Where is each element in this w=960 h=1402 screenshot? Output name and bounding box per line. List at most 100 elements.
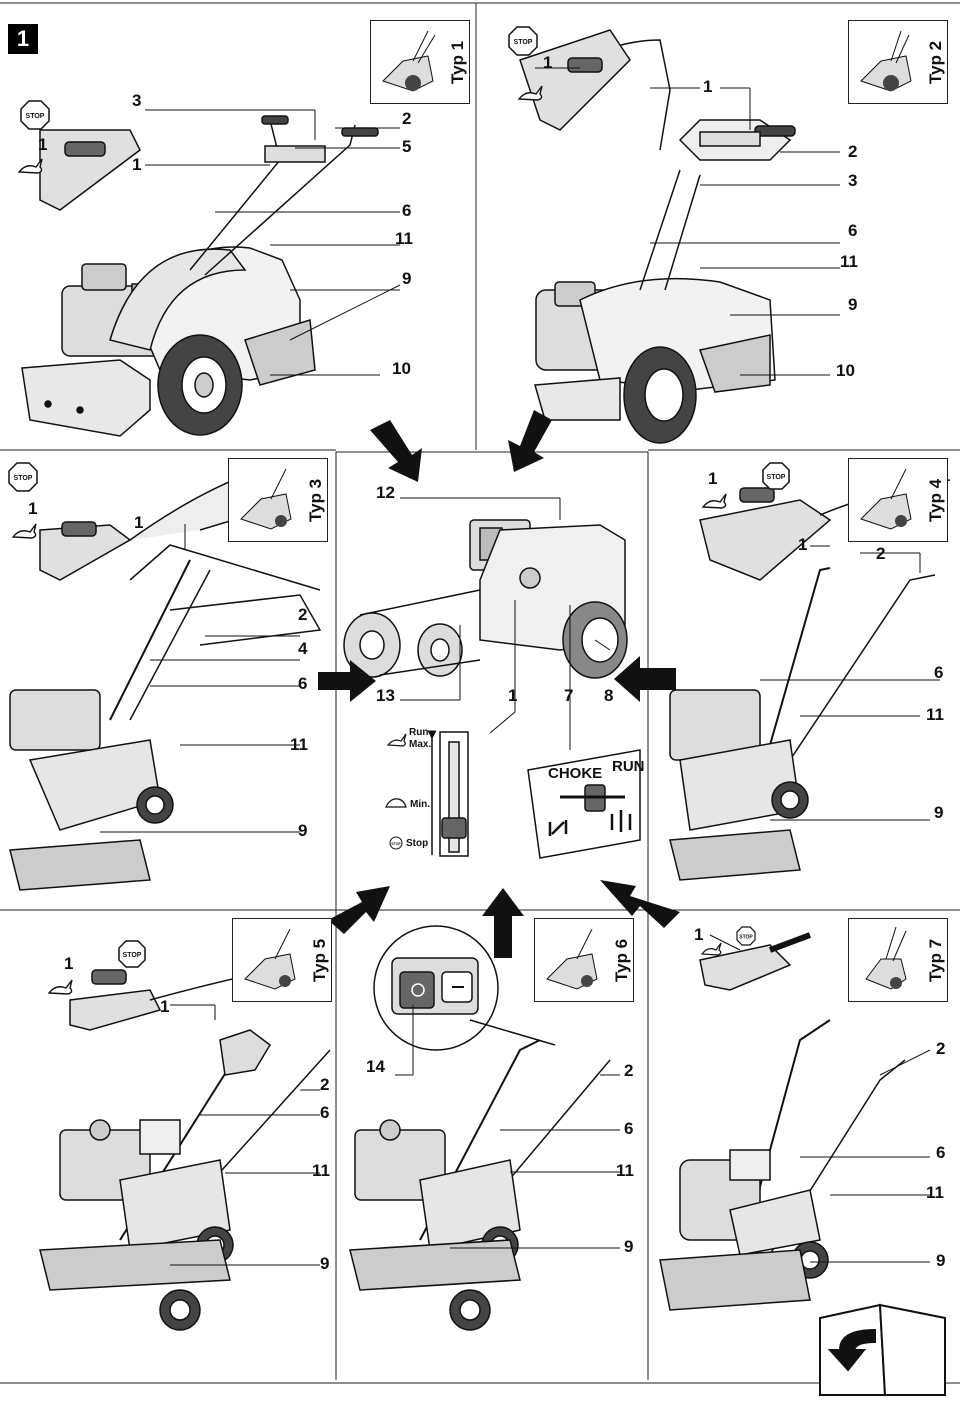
callout: 9 — [402, 269, 412, 288]
stop-icon: STOP — [8, 462, 38, 492]
typ5-tiller-drawing — [39, 959, 331, 1331]
callout: 9 — [848, 295, 858, 314]
stop-icon: STOP — [118, 940, 146, 968]
throttle-run-label: Run — [409, 727, 429, 738]
rabbit-icon — [701, 493, 727, 509]
callout: 2 — [848, 142, 858, 161]
typ5-label: Typ 5 — [310, 938, 329, 982]
callout: 11 — [926, 1183, 944, 1202]
stop-icon: STOP — [762, 462, 790, 490]
callout: 11 — [926, 705, 944, 724]
typ4-label: Typ 4 — [926, 478, 945, 522]
typ5-inset: Typ 5 — [232, 918, 332, 1002]
callout: 2 — [320, 1075, 330, 1094]
pointer-arrows — [318, 410, 680, 958]
stop-icon: STOP — [508, 26, 538, 56]
callout: 7 — [564, 686, 574, 705]
callout: 9 — [624, 1237, 634, 1256]
callout: 6 — [402, 201, 412, 220]
stop-icon: STOP — [736, 926, 756, 946]
typ6-inset: Typ 6 — [534, 918, 634, 1002]
callout: 9 — [320, 1254, 330, 1273]
typ1-label: Typ 1 — [448, 40, 467, 84]
callout: 6 — [848, 221, 858, 240]
svg-text:STOP: STOP — [14, 475, 33, 482]
callout: 6 — [320, 1103, 330, 1122]
callout: 9 — [934, 803, 944, 822]
stop-icon: STOP — [389, 836, 403, 850]
callout: 10 — [836, 361, 855, 380]
book-turn-page-icon — [819, 1303, 946, 1396]
typ4-inset: Typ 4 — [848, 458, 948, 542]
stop-icon: STOP — [20, 100, 50, 130]
choke-closed-icon — [548, 820, 568, 836]
callout: 1 — [64, 954, 74, 973]
callout: 2 — [624, 1061, 634, 1080]
callout: 1 — [694, 925, 704, 944]
leader-lines — [100, 67, 940, 1266]
svg-text:STOP: STOP — [767, 474, 786, 481]
callout: 1 — [38, 135, 48, 154]
callout: 1 — [708, 469, 718, 488]
callout: 13 — [376, 686, 395, 705]
typ7-tiller-drawing — [659, 932, 906, 1311]
callout: 11 — [616, 1161, 634, 1180]
callout: 3 — [132, 91, 142, 110]
rabbit-icon — [47, 979, 73, 995]
callout: 11 — [290, 735, 308, 754]
callout: 11 — [840, 252, 858, 271]
svg-text:STOP: STOP — [123, 952, 142, 959]
typ1-tiller-drawing — [21, 115, 379, 437]
callout: 1 — [134, 513, 144, 532]
typ3-label: Typ 3 — [306, 478, 325, 522]
typ2-inset: Typ 2 — [848, 20, 948, 104]
callout: 6 — [936, 1143, 946, 1162]
callout: 4 — [298, 639, 308, 658]
figure-number: 1 — [8, 24, 38, 54]
callout: 1 — [132, 155, 142, 174]
callout: 8 — [604, 686, 614, 705]
svg-text:STOP: STOP — [739, 935, 753, 941]
callout: 1 — [703, 77, 713, 96]
callout: 2 — [298, 605, 308, 624]
callout: 3 — [848, 171, 858, 190]
throttle-stop-label: Stop — [406, 838, 429, 849]
callout: 9 — [936, 1251, 946, 1270]
callout: 9 — [298, 821, 308, 840]
svg-text:STOP: STOP — [514, 39, 533, 46]
callout: 1 — [798, 535, 808, 554]
callout: 1 — [508, 686, 518, 705]
callout: 14 — [366, 1057, 385, 1076]
callout: 1 — [543, 53, 553, 72]
callout: 6 — [934, 663, 944, 682]
typ3-tiller-drawing — [9, 469, 322, 891]
callout: 6 — [624, 1119, 634, 1138]
typ6-label: Typ 6 — [612, 938, 631, 982]
typ2-label: Typ 2 — [926, 40, 945, 84]
typ3-inset: Typ 3 — [228, 458, 328, 542]
rabbit-icon — [386, 733, 407, 747]
callout: 12 — [376, 483, 395, 502]
choke-label: CHOKE — [548, 765, 603, 782]
callout: 2 — [402, 109, 412, 128]
typ4-tiller-drawing — [669, 479, 951, 881]
rabbit-icon — [700, 942, 722, 956]
typ7-label: Typ 7 — [926, 938, 945, 982]
throttle-max-label: Max. — [409, 739, 432, 750]
rabbit-icon — [11, 523, 37, 539]
typ2-tiller-drawing — [519, 29, 796, 444]
callout: 2 — [936, 1039, 946, 1058]
callout: 10 — [392, 359, 411, 378]
rabbit-icon — [517, 85, 543, 101]
callout: 2 — [876, 544, 886, 563]
turtle-icon — [385, 798, 407, 808]
svg-text:STOP: STOP — [391, 842, 401, 846]
callout: 1 — [160, 997, 170, 1016]
callout: 11 — [395, 229, 413, 248]
typ6-tiller-drawing — [349, 925, 611, 1331]
typ7-inset: Typ 7 — [848, 918, 948, 1002]
callout: 11 — [312, 1161, 330, 1180]
callout: 1 — [28, 499, 38, 518]
choke-open-icon — [610, 810, 632, 832]
run-label: RUN — [612, 758, 645, 775]
